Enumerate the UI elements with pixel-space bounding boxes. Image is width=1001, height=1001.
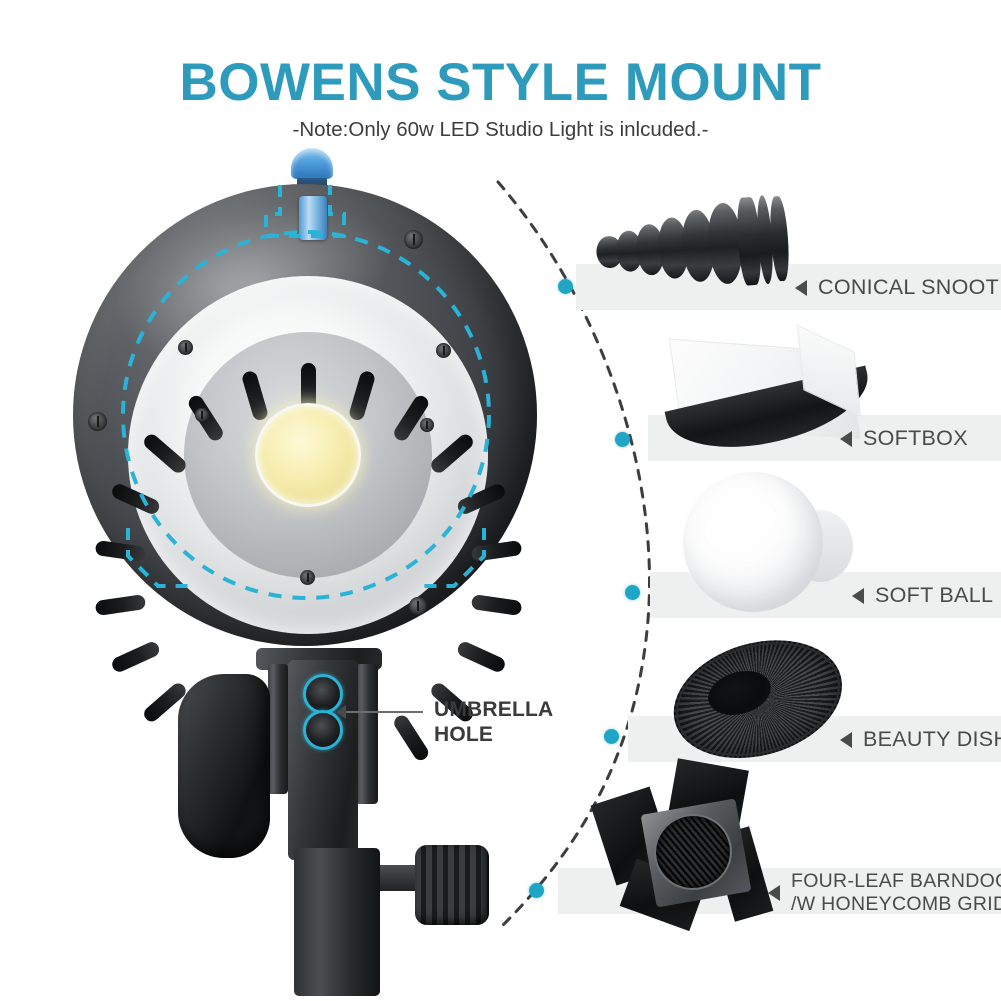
body-screw-top-right (404, 230, 423, 249)
umbrella-callout-arrow-icon (336, 705, 346, 719)
umbrella-caption-line1: UMBRELLA (434, 698, 554, 721)
umbrella-caption-line2: HOLE (434, 722, 494, 746)
tighten-knob-shaft (372, 865, 420, 891)
left-triangle-icon (768, 884, 780, 901)
light-stand-post (294, 848, 380, 996)
accessory-label-text: SOFT BALL (875, 583, 994, 607)
soft-ball-image (683, 472, 863, 618)
vent-fin (454, 639, 507, 675)
tilt-lock-knob[interactable] (178, 674, 270, 858)
mount-release-slider[interactable] (299, 196, 327, 240)
vent-fin (240, 369, 269, 422)
umbrella-hole-caption: UMBRELLA HOLE (434, 698, 553, 748)
accessory-label-text: FOUR-LEAF BARNDOOR (791, 870, 1001, 892)
vent-fin (94, 594, 146, 617)
accessory-label-conical-snoot: CONICAL SNOOT (795, 275, 999, 300)
arc-dot-soft-ball (625, 585, 640, 600)
yoke-arm-left (268, 664, 288, 794)
page-title: BOWENS STYLE MOUNT (179, 53, 822, 112)
accessory-label-text: CONICAL SNOOT (818, 275, 1000, 299)
left-triangle-icon (840, 430, 852, 447)
reflector-screw-bottom (300, 570, 315, 585)
accessory-label-softbox: SOFTBOX (840, 426, 968, 451)
umbrella-callout-line (345, 711, 423, 713)
accessory-label-four-leaf-barndoor: FOUR-LEAF BARNDOOR /W HONEYCOMB GRID (768, 870, 1001, 916)
accessory-label-text-line2: /W HONEYCOMB GRID (791, 892, 1001, 915)
vent-fin (109, 639, 162, 675)
vent-fin (470, 594, 522, 617)
reflector-screw-mid-right (420, 418, 434, 432)
vent-fin (347, 369, 376, 422)
yoke-arm-right (356, 664, 378, 804)
left-triangle-icon (852, 587, 864, 604)
lock-button-cap[interactable] (291, 148, 333, 179)
cob-led-chip (255, 403, 361, 507)
arc-dot-four-leaf-barndoor (529, 883, 544, 898)
reflector-screw-upper-left (178, 340, 193, 355)
accessory-label-beauty-dish: BEAUTY DISH (840, 727, 1001, 752)
conical-snoot-image (593, 189, 799, 295)
accessory-label-text: BEAUTY DISH (863, 727, 1001, 751)
body-screw-bottom (409, 597, 427, 615)
arc-dot-beauty-dish (604, 729, 619, 744)
body-screw-left (88, 412, 107, 431)
left-triangle-icon (795, 279, 807, 296)
vent-fin (390, 712, 431, 763)
arc-dot-softbox (615, 432, 630, 447)
tighten-knob[interactable] (415, 845, 489, 925)
accessory-label-text: SOFTBOX (863, 426, 968, 450)
page-subtitle: -Note:Only 60w LED Studio Light is inlcu… (292, 118, 709, 141)
left-triangle-icon (840, 731, 852, 748)
reflector-screw-mid-left (195, 408, 209, 422)
accessory-label-soft-ball: SOFT BALL (852, 583, 993, 608)
arc-dot-conical-snoot (558, 279, 573, 294)
reflector-screw-upper-right (436, 343, 451, 358)
